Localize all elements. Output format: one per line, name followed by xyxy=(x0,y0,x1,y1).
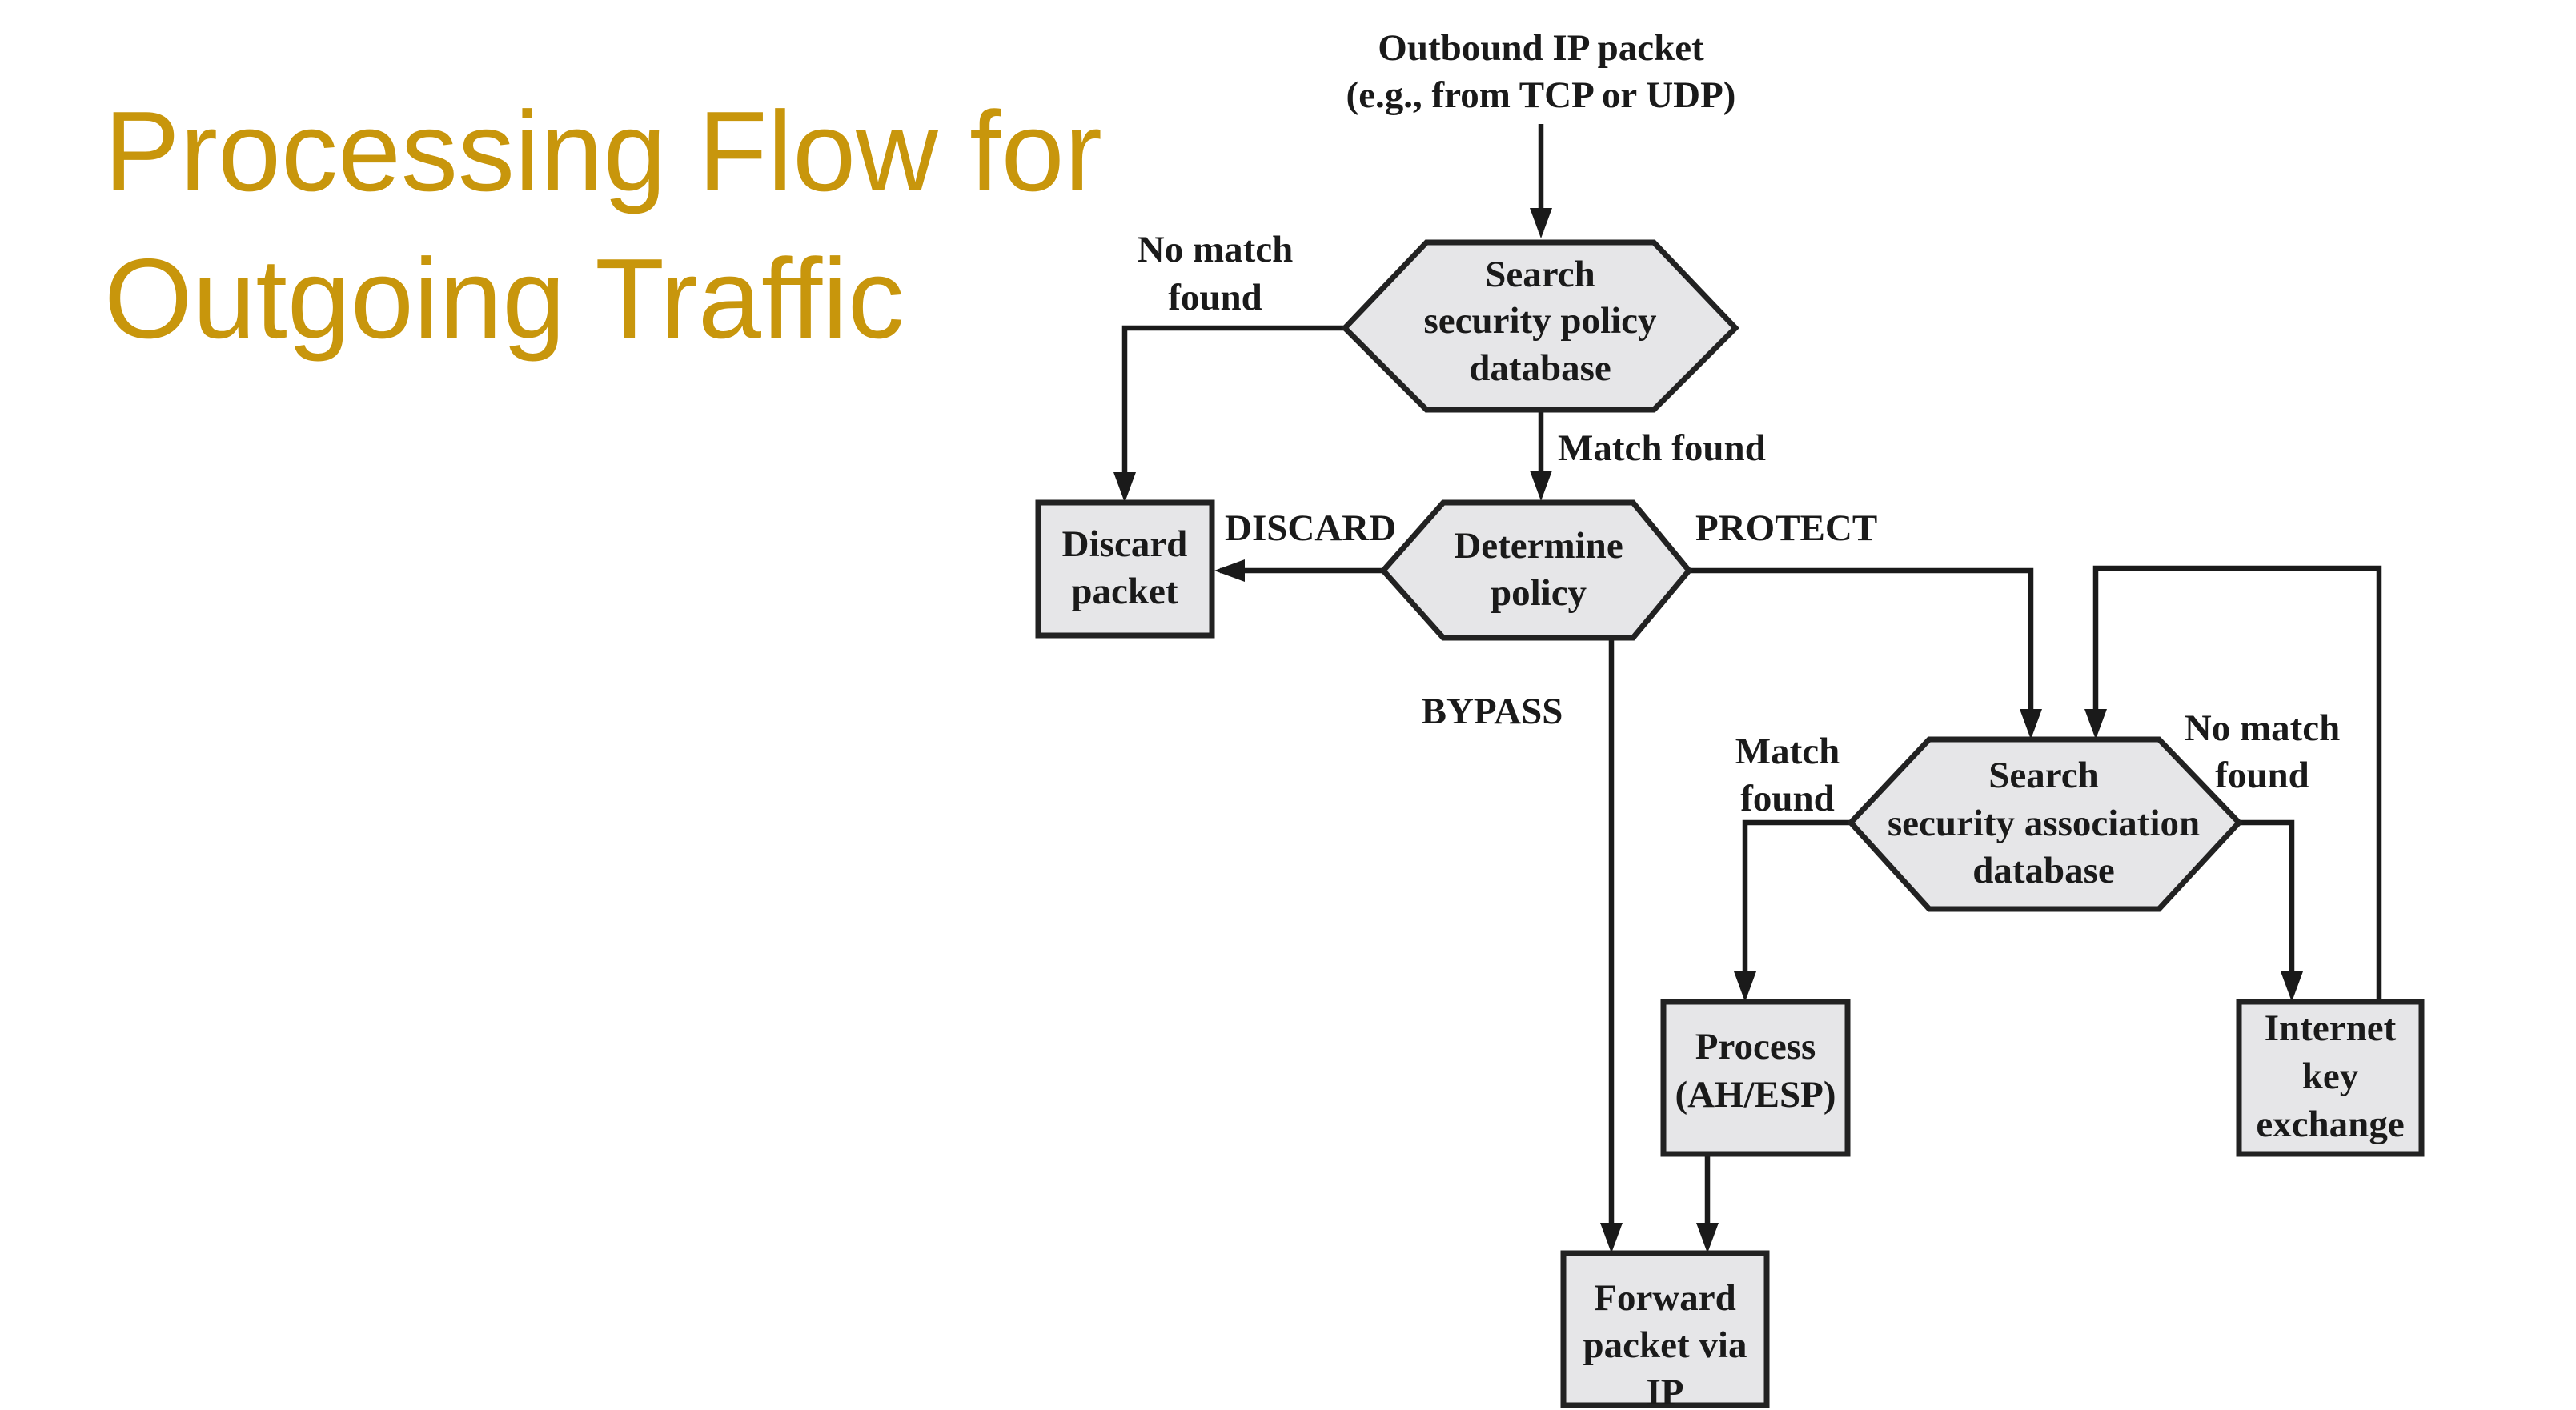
label-sad-match-1: Match xyxy=(1735,731,1840,772)
label-spd-match-found: Match found xyxy=(1558,427,1766,469)
spd-line-2: security policy xyxy=(1423,300,1657,342)
edges xyxy=(1121,124,2382,1244)
arrowhead xyxy=(2020,709,2042,739)
label-sad-match-2: found xyxy=(1740,778,1835,819)
label-sad-no-match-2: found xyxy=(2215,755,2309,796)
forward-packet-node: Forward packet via IP xyxy=(1560,1250,1770,1410)
forward-line-3: IP xyxy=(1647,1372,1684,1410)
start-label-line-1: Outbound IP packet xyxy=(1378,27,1704,69)
search-sad-node: Search security association database xyxy=(1847,736,2243,912)
title-line-2: Outgoing Traffic xyxy=(104,235,905,363)
title-line-1: Processing Flow for xyxy=(104,88,1102,215)
spd-line-1: Search xyxy=(1485,254,1595,295)
label-spd-no-match-2: found xyxy=(1168,277,1262,318)
label-protect: PROTECT xyxy=(1695,507,1877,549)
search-spd-node: Search security policy database xyxy=(1341,239,1739,413)
arrowhead xyxy=(2281,971,2303,1002)
label-bypass: BYPASS xyxy=(1422,691,1563,732)
ike-line-1: Internet xyxy=(2265,1007,2397,1049)
ike-line-2: key xyxy=(2302,1055,2359,1097)
arrowhead xyxy=(1113,472,1136,503)
determine-line-1: Determine xyxy=(1454,525,1623,567)
spd-line-3: database xyxy=(1469,347,1611,389)
sad-line-3: database xyxy=(1972,850,2115,891)
process-line-1: Process xyxy=(1695,1026,1816,1068)
label-sad-no-match-1: No match xyxy=(2185,707,2341,749)
arrowhead xyxy=(1530,471,1552,501)
determine-policy-node: Determine policy xyxy=(1379,499,1693,641)
internet-key-exchange-node: Internet key exchange xyxy=(2236,999,2425,1157)
sad-line-2: security association xyxy=(1888,803,2200,844)
forward-line-2: packet via xyxy=(1583,1324,1747,1366)
arrowhead xyxy=(1696,1223,1719,1253)
label-discard: DISCARD xyxy=(1225,507,1396,549)
label-spd-no-match-1: No match xyxy=(1138,229,1294,270)
slide-title: Processing Flow for Outgoing Traffic xyxy=(104,78,1145,373)
edge-ike-to-sad xyxy=(2092,565,2382,1000)
process-line-2: (AH/ESP) xyxy=(1675,1074,1836,1116)
arrowhead xyxy=(1734,971,1756,1002)
arrowhead xyxy=(1214,559,1245,582)
arrowhead xyxy=(1530,208,1552,238)
discard-line-2: packet xyxy=(1071,571,1178,612)
ike-line-3: exchange xyxy=(2256,1104,2404,1145)
determine-line-2: policy xyxy=(1491,572,1587,614)
sad-line-1: Search xyxy=(1988,755,2099,796)
edge-sad-to-ike xyxy=(2239,819,2295,994)
edge-labels: No match found Match found DISCARD PROTE… xyxy=(1138,229,2341,819)
start-label: Outbound IP packet (e.g., from TCP or UD… xyxy=(1346,27,1736,116)
arrowheads xyxy=(1113,208,2303,1253)
discard-line-1: Discard xyxy=(1062,523,1188,565)
edge-determine-to-sad xyxy=(1689,567,2034,731)
forward-line-1: Forward xyxy=(1594,1277,1736,1319)
start-label-line-2: (e.g., from TCP or UDP) xyxy=(1346,74,1736,116)
edge-sad-to-process xyxy=(1742,819,1851,992)
edge-spd-to-discard xyxy=(1121,325,1345,495)
discard-packet-node: Discard packet xyxy=(1035,499,1215,639)
process-ah-esp-node: Process (AH/ESP) xyxy=(1660,999,1851,1157)
arrowhead xyxy=(1600,1223,1623,1253)
arrowhead xyxy=(2084,709,2107,739)
